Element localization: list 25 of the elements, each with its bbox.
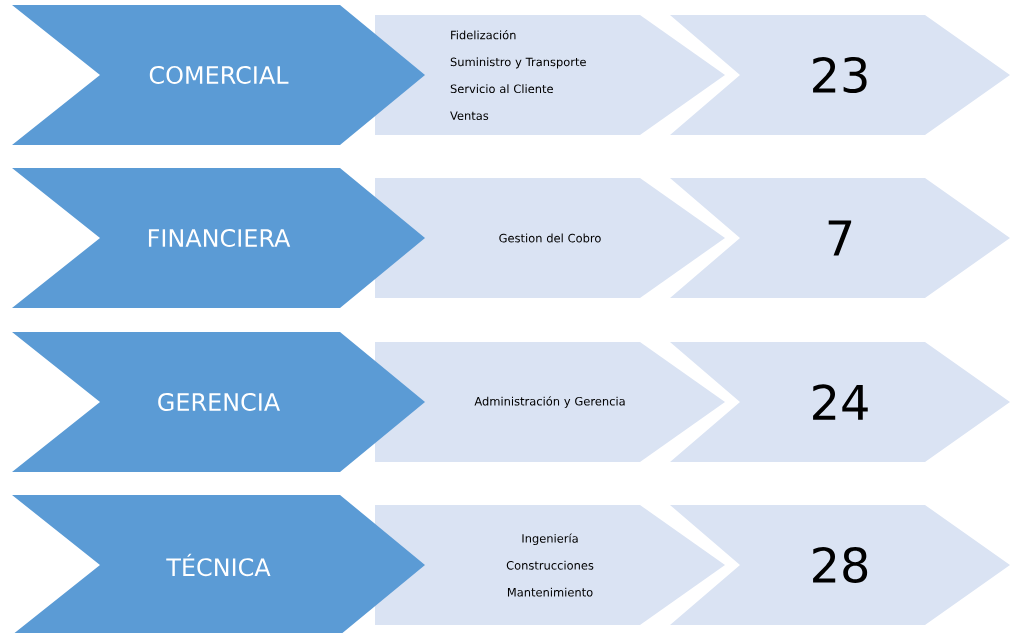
chevron-banner: COMERCIAL [12, 5, 425, 145]
node-label: 28 [813, 546, 868, 584]
chevron-banner: Gestion del Cobro [375, 178, 725, 298]
node-label: Fidelización [451, 29, 516, 40]
node-label: Suministro y Transporte [450, 57, 586, 69]
chevron-banner: TÉCNICA [12, 495, 425, 633]
node-label: 24 [813, 384, 868, 420]
chevron-banner: 28 [670, 505, 1010, 625]
node-label: Mantenimiento [507, 587, 593, 597]
chevron-banner: 7 [670, 178, 1010, 298]
node-label: Ingeniería [522, 533, 578, 545]
chevron-banner: Administración y Gerencia [375, 342, 725, 462]
node-label: Ventas [450, 111, 489, 120]
node-label: Servicio al Cliente [450, 84, 553, 94]
node-label: Administración y Gerencia [474, 396, 625, 408]
node-label: Gestion del Cobro [499, 233, 601, 243]
node-label: 7 [828, 220, 852, 256]
chevron-banner: FINANCIERA [12, 168, 425, 308]
chevron-banner: GERENCIA [12, 332, 425, 472]
chevron-banner: Ingeniería Construcciones Mantenimiento [375, 505, 725, 625]
node-label: Construcciones [506, 560, 594, 570]
chevron-banner: 24 [670, 342, 1010, 462]
chevron-banner: Fidelización Suministro y Transporte Servicio al Cliente Ventas [375, 15, 725, 135]
node-label: 23 [813, 56, 867, 94]
chevron-banner: 23 [670, 15, 1010, 135]
